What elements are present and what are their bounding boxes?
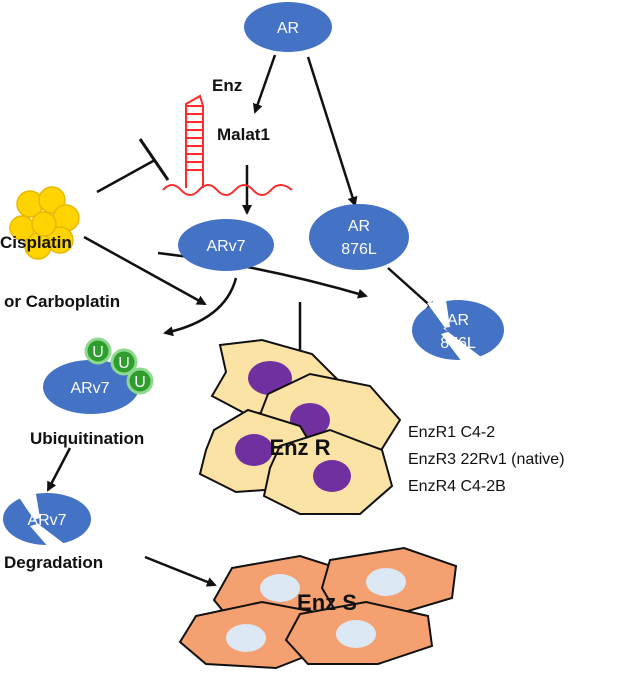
- malat1-rna-icon: [162, 94, 293, 196]
- ar876l-degraded-node: AR 876L: [412, 300, 504, 362]
- ubiquitin-icon: [84, 337, 112, 365]
- ar876l-degraded-label-line1: AR: [447, 312, 469, 329]
- arrow-ubiquitination-to-degraded: [46, 447, 72, 492]
- enz-label: Enz: [212, 76, 242, 95]
- ar876l-node: AR 876L: [309, 204, 409, 270]
- arrow-ar-to-malat1: [252, 54, 277, 114]
- ubiquitination-label: Ubiquitination: [30, 429, 144, 448]
- enz-sensitive-cells: [178, 546, 458, 670]
- ar-node: AR: [244, 2, 332, 52]
- ar-node-label: AR: [277, 20, 299, 37]
- carboplatin-label: or Carboplatin: [4, 292, 120, 311]
- enz-resistant-label: Enz R: [269, 435, 330, 460]
- break-icon: [427, 300, 485, 362]
- arrow-degradation-to-sensitive-cells: [144, 555, 217, 587]
- arv7-node: ARv7: [178, 219, 274, 271]
- break-icon: [18, 494, 70, 549]
- ubiquitin-icon: [110, 348, 138, 376]
- arv7-ubiquitinated-label: ARv7: [70, 380, 109, 397]
- arv7-ubiquitinated-node: ARv7: [43, 360, 139, 414]
- ubiquitin-chain: U U U: [84, 337, 154, 395]
- cell-line-item: EnzR3 22Rv1 (native): [408, 451, 565, 468]
- enz-resistant-cells: [198, 338, 402, 515]
- cisplatin-label: Cisplatin: [0, 233, 72, 252]
- arv7-node-label: ARv7: [206, 238, 245, 255]
- inhibition-line: [96, 158, 156, 194]
- ubiquitin-label: U: [92, 344, 104, 361]
- inhibition-bar: [138, 138, 170, 181]
- ubiquitin-label: U: [134, 374, 146, 391]
- ubiquitin-label: U: [118, 355, 130, 372]
- arrow-ar-to-ar876l: [306, 56, 358, 207]
- cisplatin-molecule-icon: [9, 186, 80, 260]
- cell-line-item: EnzR4 C4-2B: [408, 478, 506, 495]
- malat1-label: Malat1: [217, 125, 270, 144]
- cell-line-list: EnzR1 C4-2 EnzR3 22Rv1 (native) EnzR4 C4…: [408, 424, 565, 495]
- ubiquitin-icon: [126, 367, 154, 395]
- arrow-cisplatin-to-cells: [83, 235, 207, 306]
- enz-sensitive-label: Enz S: [297, 590, 357, 615]
- arrow-arv7-to-ubiquitinated: [163, 277, 238, 337]
- ar876l-node-label-line1: AR: [348, 218, 370, 235]
- ar876l-node-label-line2: 876L: [341, 241, 377, 258]
- degradation-label: Degradation: [4, 553, 103, 572]
- cell-line-item: EnzR1 C4-2: [408, 424, 495, 441]
- arv7-degraded-node: ARv7: [3, 493, 91, 549]
